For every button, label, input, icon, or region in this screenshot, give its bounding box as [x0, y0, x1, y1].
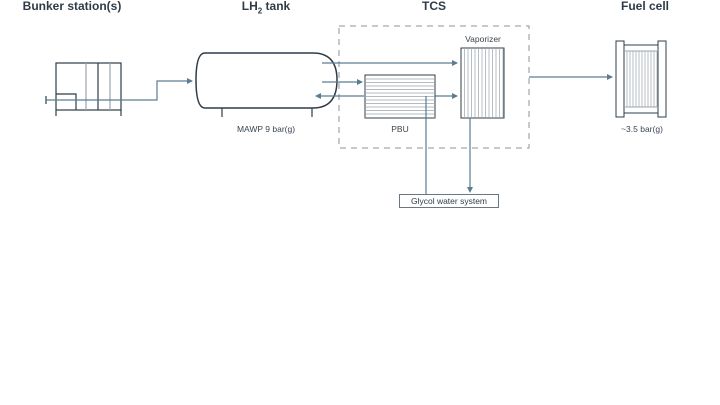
tcs-boundary [338, 25, 530, 149]
glycol-water-system-box: Glycol water system [399, 194, 499, 208]
lh2-tank-icon [195, 52, 338, 109]
tank-title-suffix: tank [262, 0, 291, 13]
vaporizer-label: Vaporizer [465, 34, 501, 44]
fuel-cell-title: Fuel cell [620, 0, 670, 13]
bunker-station-title: Bunker station(s) [22, 0, 122, 13]
tank-pressure-label: MAWP 9 bar(g) [236, 124, 296, 134]
pbu-label: PBU [391, 124, 409, 134]
pbu-icon [364, 74, 436, 119]
bunker-to-tank-line [46, 78, 193, 101]
tank-title-subscript: 2 [257, 6, 263, 16]
vaporizer-icon [460, 47, 505, 119]
tcs-title: TCS [422, 0, 446, 13]
bunker-station-icon [45, 62, 122, 116]
lh2-tank-title: LH2 tank [242, 0, 290, 15]
fuel-cell-icon [615, 40, 667, 118]
fuel-cell-pressure-label: ~3.5 bar(g) [621, 124, 663, 134]
glycol-water-system-label: Glycol water system [410, 196, 488, 206]
tank-title-prefix: LH [241, 0, 258, 13]
